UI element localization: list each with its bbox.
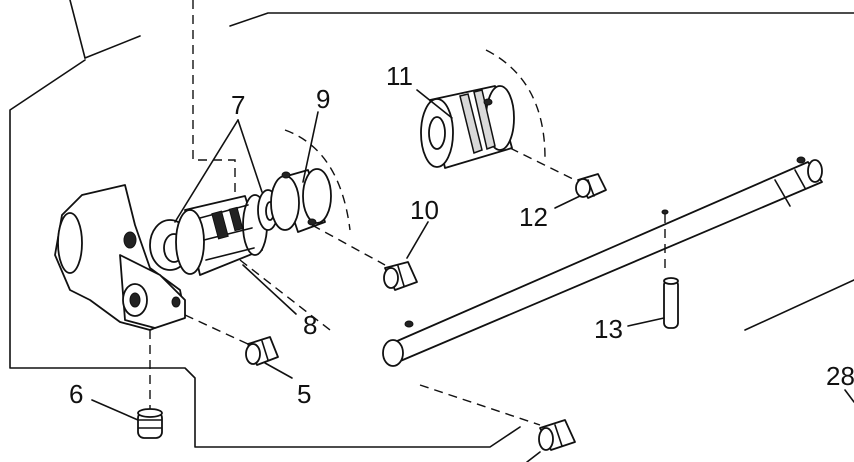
coupling-11 <box>420 49 576 181</box>
callout-10: 10 <box>410 195 439 225</box>
frame-outline <box>9 0 854 448</box>
shaft-pin <box>663 277 679 329</box>
leader-lines <box>91 89 854 462</box>
callout-8: 8 <box>303 310 317 340</box>
callout-6: 6 <box>69 379 83 409</box>
gear-8 <box>175 194 268 276</box>
set-screw-10 <box>383 261 418 291</box>
callout-11: 11 <box>386 61 413 91</box>
set-screw-bottom <box>538 419 576 451</box>
callout-28: 28 <box>826 361 854 391</box>
set-screw-5 <box>245 336 279 366</box>
callout-13: 13 <box>594 314 623 344</box>
crank-bracket <box>54 184 186 415</box>
set-screw-12 <box>575 173 607 199</box>
assembly-lines <box>184 259 541 426</box>
callout-7: 7 <box>231 90 245 120</box>
collar-9 <box>270 129 386 266</box>
callout-5: 5 <box>297 379 311 409</box>
main-shaft <box>382 156 823 367</box>
callout-12: 12 <box>519 202 548 232</box>
set-screw-6 <box>137 408 163 439</box>
callout-9: 9 <box>316 84 330 114</box>
